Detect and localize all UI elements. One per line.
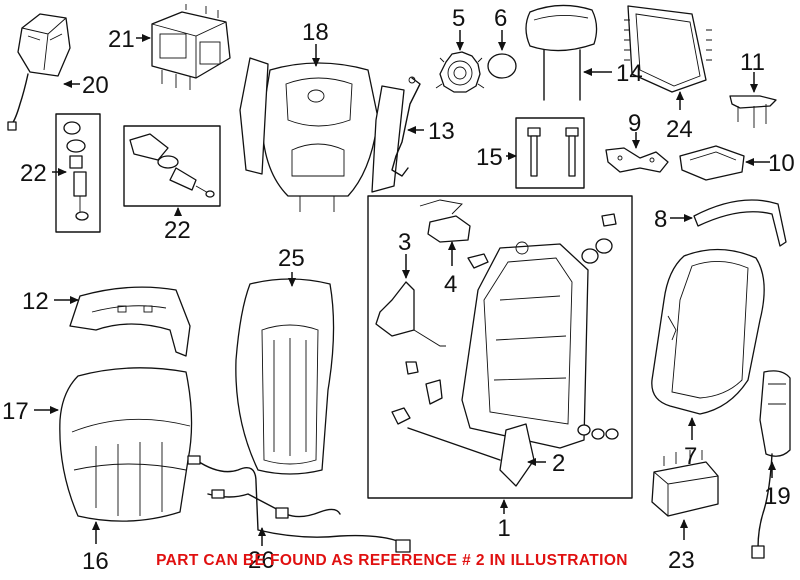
part-20-sensor-module[interactable] (7, 13, 71, 131)
callout-6: 6 (494, 5, 507, 32)
callout-1: 1 (497, 515, 510, 542)
callout-3: 3 (398, 229, 411, 256)
callout-15: 15 (476, 144, 503, 171)
part-15-guide-sleeves[interactable] (515, 117, 585, 189)
part-17-seatback-cover[interactable] (59, 367, 193, 522)
callout-4: 4 (444, 271, 457, 298)
callout-19: 19 (764, 483, 791, 510)
callout-5: 5 (452, 5, 465, 32)
callout-20: 20 (82, 72, 109, 99)
part-9-bracket[interactable] (605, 147, 669, 173)
callout-22-left: 22 (20, 160, 47, 187)
callout-14: 14 (616, 60, 643, 87)
part-21-control-module[interactable] (151, 4, 231, 90)
part-11-bracket[interactable] (729, 95, 777, 128)
callout-8: 8 (654, 206, 667, 233)
callout-12: 12 (22, 288, 49, 315)
part-6-cap[interactable] (487, 53, 517, 79)
reference-notice: PART CAN BE FOUND AS REFERENCE # 2 IN IL… (156, 552, 628, 569)
part-5-gear-adjuster[interactable] (435, 51, 485, 93)
callout-2: 2 (552, 450, 565, 477)
part-7-back-shell[interactable] (651, 248, 765, 415)
part-1-frame-assembly-box[interactable] (367, 195, 633, 499)
callout-7: 7 (684, 443, 697, 470)
part-23-connector-block[interactable] (651, 450, 719, 517)
callout-24: 24 (666, 116, 693, 143)
callout-10: 10 (768, 150, 795, 177)
callout-22-right: 22 (164, 217, 191, 244)
part-22-connector-set-right[interactable] (123, 125, 221, 207)
part-14-headrest[interactable] (525, 4, 598, 101)
callout-17: 17 (2, 398, 29, 425)
callout-26: 26 (248, 547, 275, 574)
callout-13: 13 (428, 118, 455, 145)
callout-11: 11 (740, 49, 765, 76)
callout-23: 23 (668, 547, 695, 574)
part-25-seatback-pad[interactable] (235, 278, 335, 475)
part-10-trim-cover[interactable] (679, 145, 745, 181)
callout-21: 21 (108, 26, 135, 53)
callout-9: 9 (628, 110, 641, 137)
part-8-trim-strip[interactable] (693, 199, 787, 247)
part-13-wire-bracket[interactable] (391, 76, 421, 177)
callout-16: 16 (82, 548, 109, 575)
callout-25: 25 (278, 245, 305, 272)
part-12-side-trim[interactable] (69, 286, 191, 357)
part-19-control-switch[interactable] (751, 370, 791, 559)
part-18-seatback-panel[interactable] (239, 57, 405, 212)
callout-18: 18 (302, 19, 329, 46)
part-24-control-unit[interactable] (624, 5, 712, 93)
part-22-connector-set-left[interactable] (55, 113, 101, 233)
